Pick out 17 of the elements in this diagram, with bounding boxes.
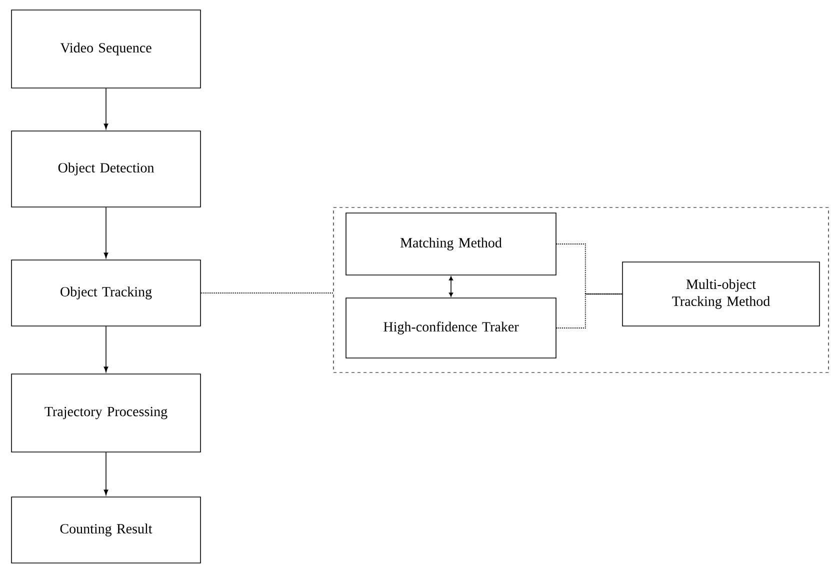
arrow <box>104 207 108 258</box>
process-box: Object Tracking <box>11 260 201 326</box>
connector-line <box>200 292 334 294</box>
arrow <box>104 326 108 372</box>
arrow <box>104 88 108 130</box>
process-box: Trajectory Processing <box>11 374 201 452</box>
arrow <box>104 452 108 496</box>
arrow <box>448 276 454 297</box>
dashed-group-box <box>333 207 829 373</box>
process-box: Counting Result <box>11 496 201 564</box>
process-box: Object Detection <box>11 130 201 208</box>
process-box: Matching Method <box>346 212 556 276</box>
connector-line <box>556 294 623 328</box>
connector-line <box>556 244 623 294</box>
process-box: High-confidence Traker <box>346 298 556 358</box>
process-box: Multi-object Tracking Method <box>622 262 820 326</box>
process-box: Video Sequence <box>11 10 201 88</box>
